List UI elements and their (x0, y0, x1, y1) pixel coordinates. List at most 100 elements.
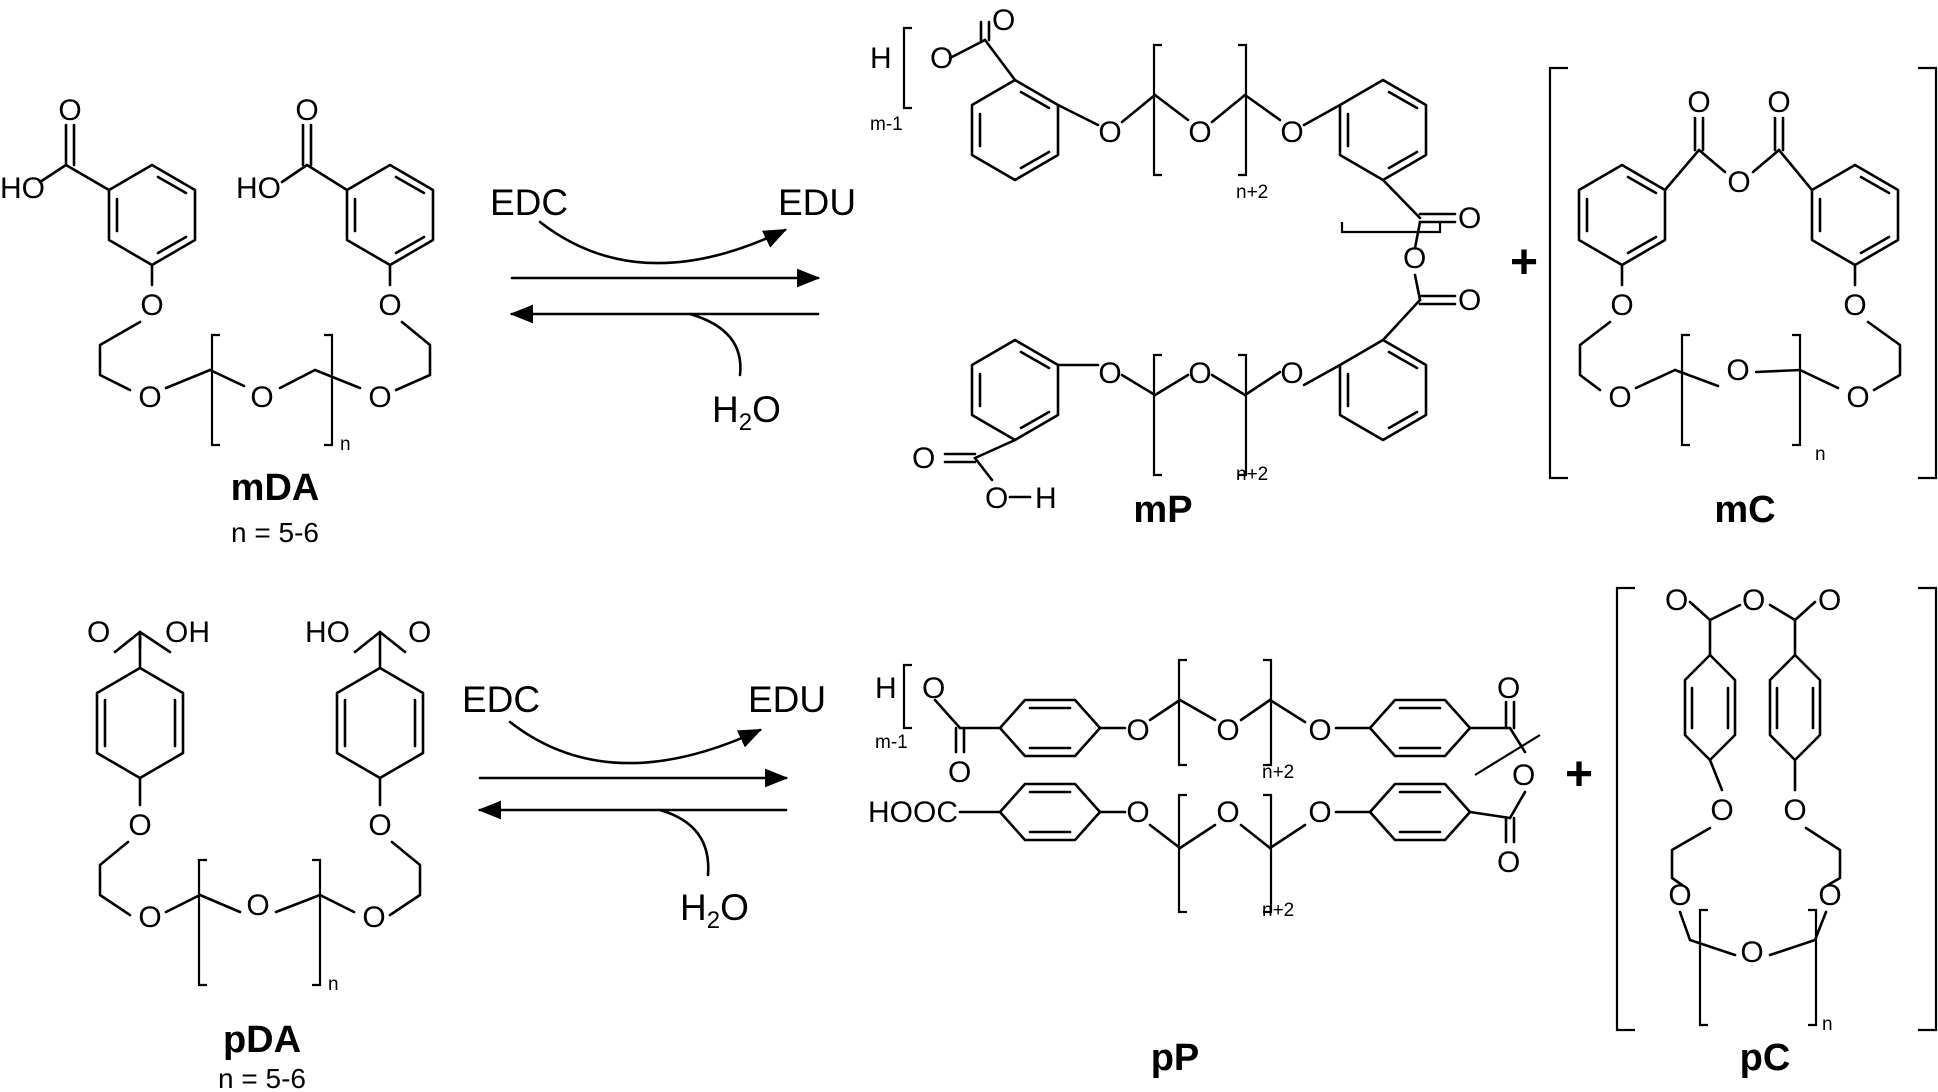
ether-oxygen: O (1126, 796, 1149, 829)
equilibrium-arrows-bottom: EDC EDU H2O (462, 679, 826, 934)
benzene-ring (1683, 653, 1737, 762)
compound-pP: H m-1 O O O O n+2 O O O HOOC O O (868, 658, 1541, 1079)
water-curve (658, 808, 710, 877)
compound-pDA: O OH O O O n O O HO O pDA n = 5-6 (87, 616, 431, 1092)
repeat-index: n+2 (1236, 464, 1268, 485)
reagent-water: H2O (712, 389, 781, 436)
reagent-water: H2O (680, 887, 749, 934)
ether-oxygen: O (1843, 289, 1866, 322)
ether-oxygen: O (368, 809, 391, 842)
water-curve (688, 312, 742, 377)
ether-oxygen: O (138, 901, 161, 934)
ether-oxygen: O (1188, 116, 1211, 149)
reagent-edc: EDC (462, 679, 540, 720)
ether-oxygen: O (1098, 357, 1121, 390)
carbonyl-oxygen: O (1458, 284, 1481, 317)
carbonyl-oxygen: O (1818, 584, 1841, 617)
ether-oxygen: O (1098, 116, 1121, 149)
repeat-index: n (328, 974, 339, 995)
ether-oxygen: O (378, 289, 401, 322)
ether-oxygen: O (1740, 936, 1763, 969)
ether-oxygen: O (1308, 796, 1331, 829)
repeat-index: n+2 (1262, 900, 1294, 921)
carbonyl-oxygen: O (58, 94, 81, 127)
carbonyl-oxygen: O (1687, 86, 1710, 119)
ether-oxygen: O (1188, 357, 1211, 390)
ether-oxygen: O (140, 289, 163, 322)
benzene-ring (107, 163, 197, 267)
compound-label: mP (1133, 489, 1192, 531)
ether-oxygen: O (1280, 357, 1303, 390)
ether-oxygen: O (1818, 879, 1841, 912)
repeat-index: n (1822, 1014, 1833, 1035)
carbonyl-oxygen: O (1497, 672, 1520, 705)
ether-oxygen: O (138, 381, 161, 414)
plus-sign: + (1565, 748, 1593, 801)
anhydride-oxygen: O (1727, 166, 1750, 199)
ether-oxygen: O (1126, 714, 1149, 747)
repeat-index: n (340, 434, 351, 455)
carbonyl-oxygen: O (295, 94, 318, 127)
ether-oxygen: O (368, 381, 391, 414)
anhydride-oxygen: O (1403, 242, 1426, 275)
carbonyl-oxygen: O (408, 616, 431, 649)
hydroxyl-group: HO (305, 616, 350, 649)
benzene-ring (1768, 653, 1822, 762)
anhydride-oxygen: O (1742, 584, 1765, 617)
compound-mC: n O O O O O O O O mC (1548, 66, 1938, 531)
terminal-hydrogen: H (1035, 482, 1057, 515)
benzene-ring (1338, 338, 1428, 442)
benzene-ring (335, 666, 425, 780)
compound-label: pDA (223, 1019, 301, 1061)
carbonyl-oxygen: O (1665, 584, 1688, 617)
reagent-edc: EDC (490, 182, 568, 223)
benzene-ring (1577, 163, 1667, 267)
carboxylic-acid: HOOC (868, 796, 958, 829)
carbonyl-oxygen: O (87, 616, 110, 649)
ester-oxygen: O (922, 672, 945, 705)
benzene-ring (1338, 78, 1428, 182)
compound-label: pP (1151, 1037, 1200, 1079)
ether-oxygen: O (362, 901, 385, 934)
ether-oxygen: O (1710, 794, 1733, 827)
hydroxyl-group: HO (0, 172, 45, 205)
anhydride-oxygen: O (1512, 759, 1535, 792)
repeat-index: n (1815, 444, 1826, 465)
compound-mDA: O HO O O O n O O O HO mDA n = 5-6 (0, 94, 435, 548)
hydroxyl-group: HO (236, 172, 281, 205)
ether-oxygen: O (1280, 116, 1303, 149)
ether-oxygen: O (128, 809, 151, 842)
carbonyl-oxygen: O (992, 4, 1015, 37)
hydroxyl-group: OH (165, 616, 210, 649)
benzene-ring (95, 666, 185, 780)
carbonyl-oxygen: O (912, 442, 935, 475)
benzene-ring (998, 698, 1102, 758)
ether-oxygen: O (246, 889, 269, 922)
compound-mP: m-1 H O O O O n+2 O O O O O (870, 4, 1481, 531)
ether-oxygen: O (1783, 794, 1806, 827)
plus-sign: + (1510, 236, 1538, 289)
reagent-curve-arrow (538, 220, 788, 265)
carbonyl-oxygen: O (1497, 846, 1520, 879)
ether-oxygen: O (250, 381, 273, 414)
ester-oxygen: O (930, 42, 953, 75)
equilibrium-arrows-top: EDC EDU H2O (490, 182, 856, 436)
benzene-ring (345, 163, 435, 267)
compound-pC: O O O O O O n O O pC (1615, 584, 1938, 1079)
hydroxyl-oxygen: O (985, 482, 1008, 515)
ether-oxygen: O (1216, 796, 1239, 829)
ether-oxygen: O (1668, 879, 1691, 912)
terminal-hydrogen: H (875, 672, 897, 705)
benzene-ring (970, 78, 1060, 182)
carbonyl-oxygen: O (948, 756, 971, 789)
compound-label: mDA (231, 467, 320, 509)
benzene-ring (1368, 698, 1472, 758)
compound-label: mC (1714, 489, 1775, 531)
ether-oxygen: O (1610, 289, 1633, 322)
benzene-ring (1368, 782, 1472, 842)
repeat-index: n+2 (1236, 182, 1268, 203)
benzene-ring (970, 338, 1060, 442)
repeat-index: m-1 (870, 114, 903, 135)
ether-oxygen: O (1308, 714, 1331, 747)
